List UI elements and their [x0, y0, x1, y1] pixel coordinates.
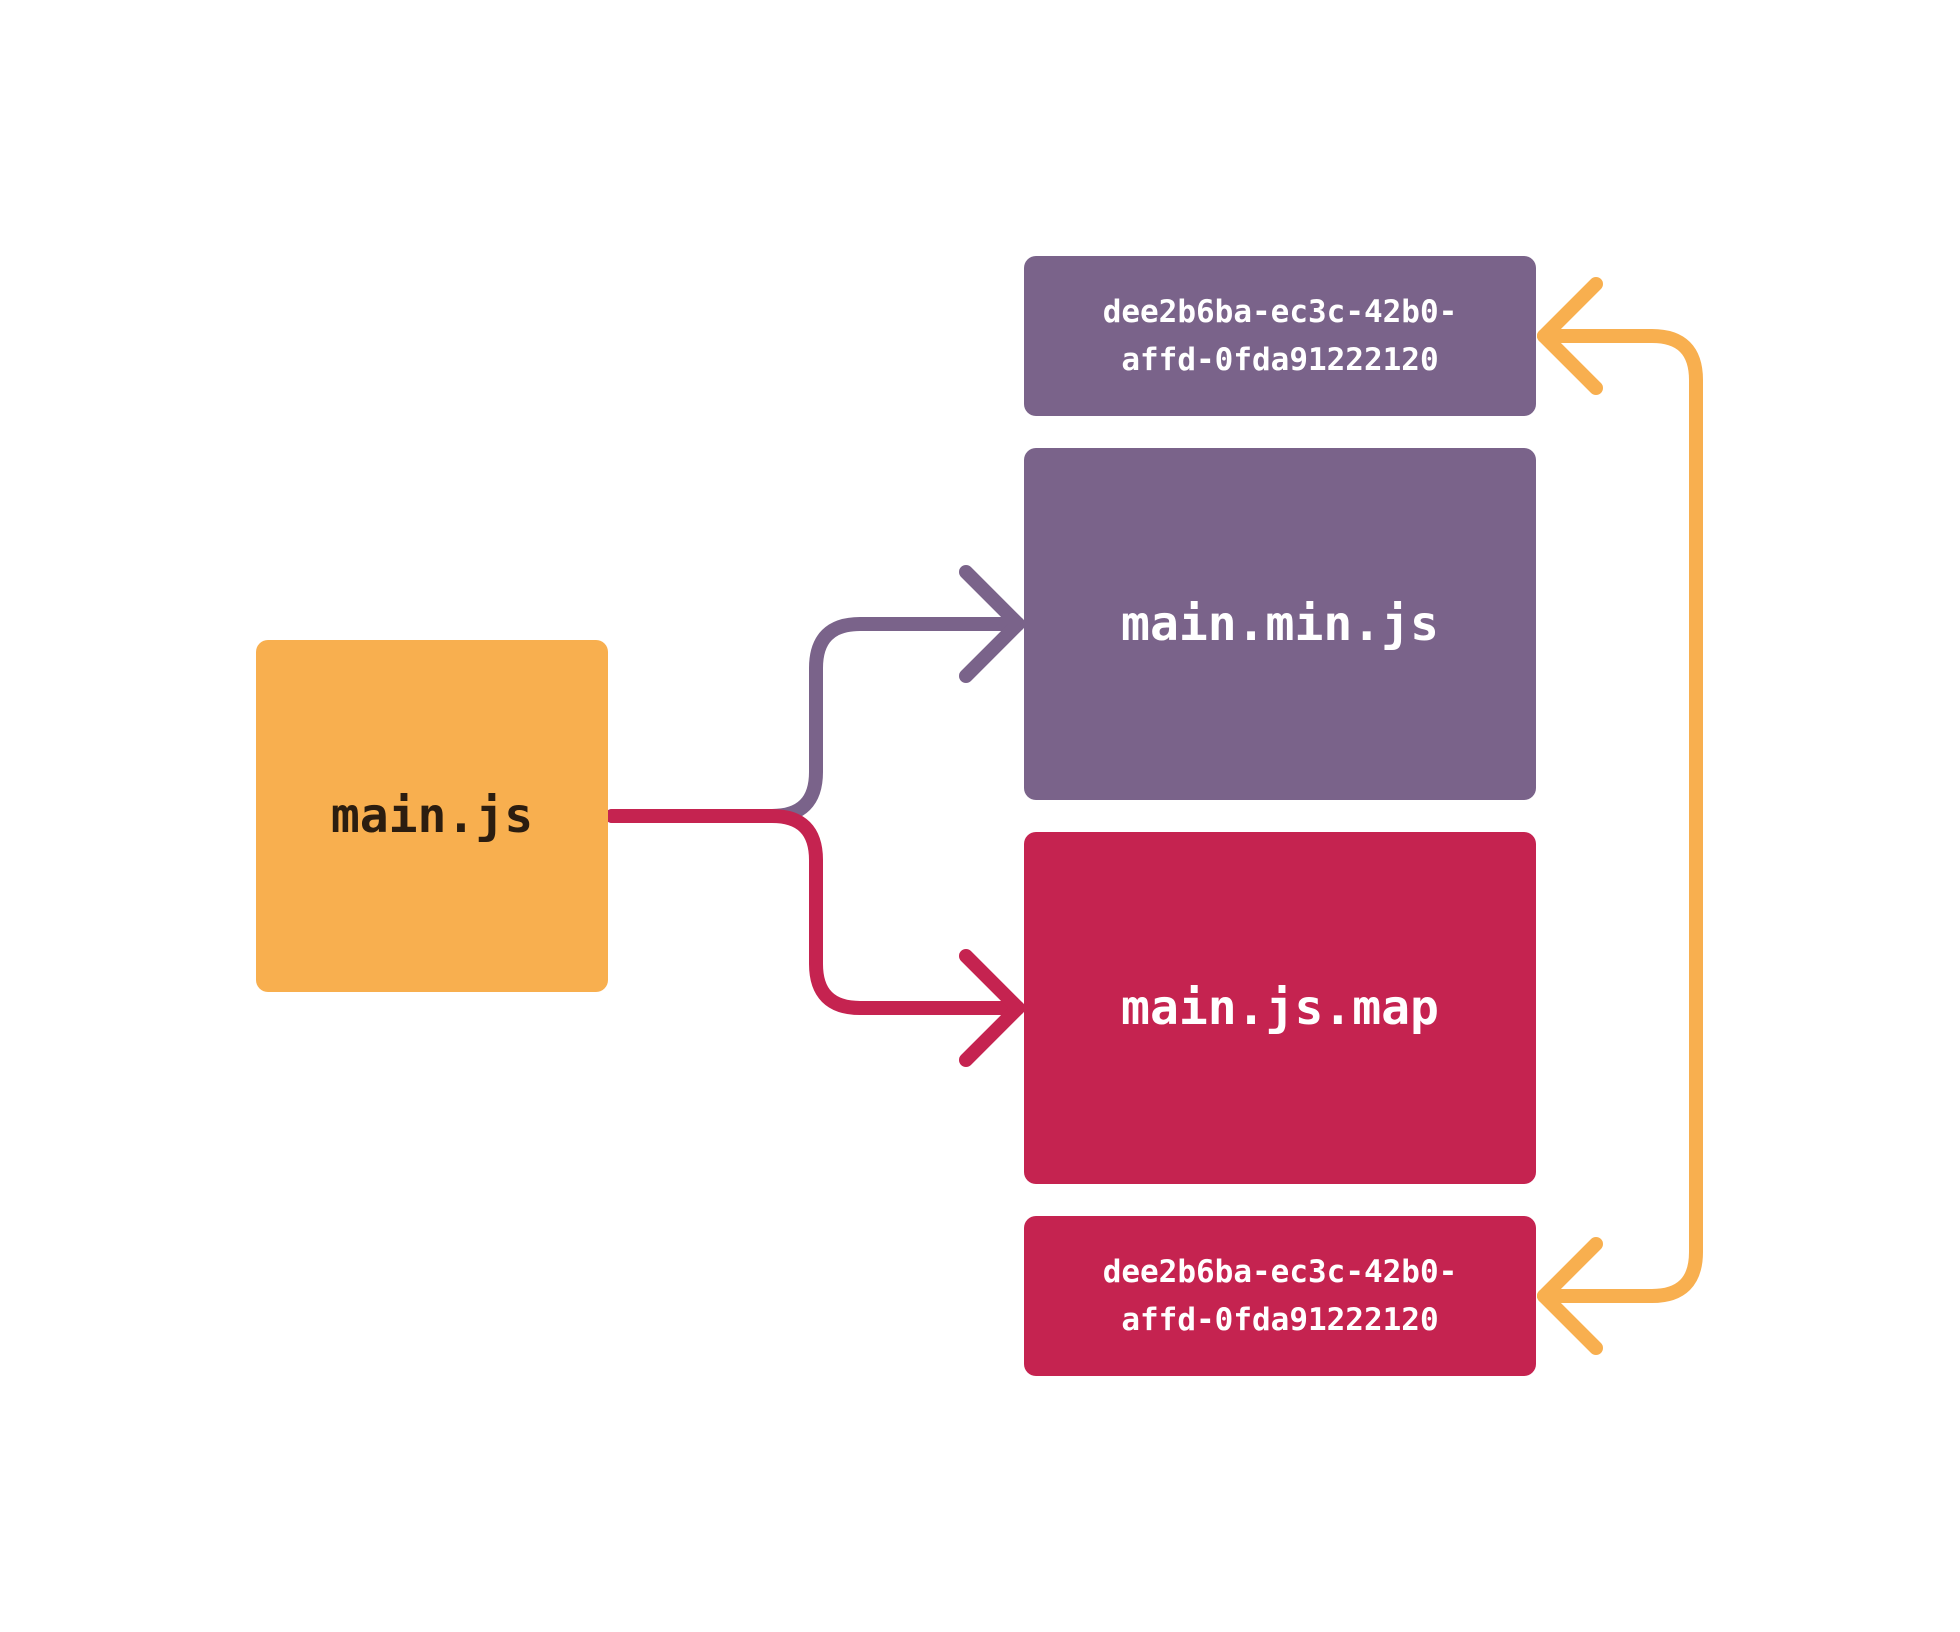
node-js-map-debug-id: dee2b6ba-ec3c-42b0- affd-0fda91222120	[1024, 1216, 1536, 1376]
node-main-js: main.js	[256, 640, 608, 992]
edge-id-link	[1537, 329, 1703, 1303]
debug-id-line-1: dee2b6ba-ec3c-42b0-	[1102, 1254, 1458, 1290]
node-min-js-debug-id: dee2b6ba-ec3c-42b0- affd-0fda91222120	[1024, 256, 1536, 416]
debug-id-text: dee2b6ba-ec3c-42b0- affd-0fda91222120	[1103, 288, 1458, 384]
node-main-js-label: main.js	[330, 788, 534, 844]
arrowhead-to-bottom-id	[1537, 1237, 1603, 1355]
edge-main-js-to-js-map	[605, 809, 1025, 1015]
arrowhead-to-js-map	[959, 949, 1025, 1067]
node-main-js-map-label: main.js.map	[1121, 980, 1439, 1036]
debug-id-line-2: affd-0fda91222120	[1121, 1302, 1439, 1338]
edge-main-js-to-min-js	[605, 617, 1025, 823]
arrowhead-to-min-js	[959, 565, 1025, 683]
debug-id-line-2: affd-0fda91222120	[1121, 342, 1439, 378]
node-main-min-js-label: main.min.js	[1121, 596, 1439, 652]
node-main-min-js: main.min.js	[1024, 448, 1536, 800]
node-main-js-map: main.js.map	[1024, 832, 1536, 1184]
debug-id-text: dee2b6ba-ec3c-42b0- affd-0fda91222120	[1103, 1248, 1458, 1344]
debug-id-line-1: dee2b6ba-ec3c-42b0-	[1102, 294, 1458, 330]
arrowhead-to-top-id	[1537, 277, 1603, 395]
